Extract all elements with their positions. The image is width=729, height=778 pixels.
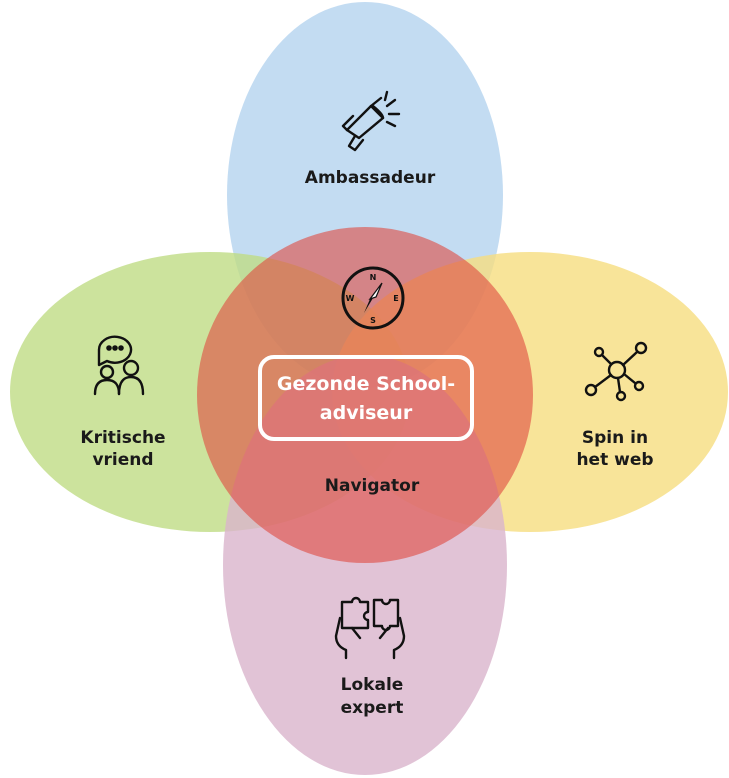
chat-people-icon [93, 335, 145, 396]
role-left-label-line1: Kritische [80, 428, 165, 448]
puzzle-hands-icon [334, 596, 406, 660]
role-right-label-line2: het web [576, 450, 653, 470]
role-left-label-line2: vriend [92, 450, 153, 470]
role-bottom-label-line2: expert [341, 698, 404, 718]
compass-e: E [393, 294, 398, 303]
center-title-line1: Gezonde School- [277, 373, 455, 395]
compass-s: S [370, 316, 376, 325]
role-top-label: Ambassadeur [305, 168, 436, 188]
role-bottom-label-line1: Lokale [341, 675, 404, 695]
megaphone-icon [341, 90, 401, 152]
network-icon [584, 341, 648, 402]
compass-w: W [346, 294, 355, 303]
center-circle [197, 227, 533, 563]
compass-icon: N E S W [341, 266, 405, 330]
center-subtitle: Navigator [325, 476, 420, 496]
center-title-line2: adviseur [320, 402, 413, 424]
role-right-label-line1: Spin in [582, 428, 648, 448]
center-label-box [258, 355, 474, 441]
compass-n: N [370, 273, 377, 282]
